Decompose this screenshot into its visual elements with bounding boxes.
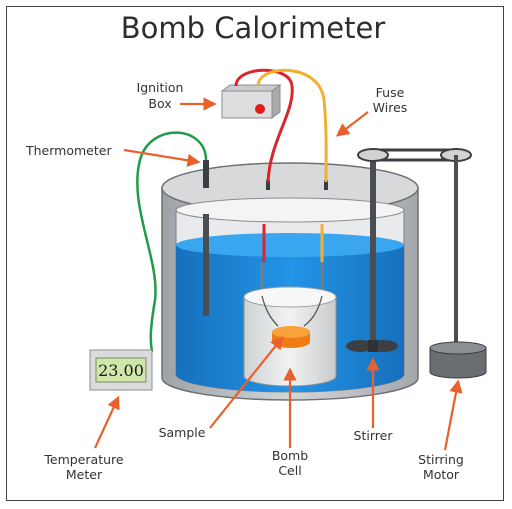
thermometer-label: Thermometer — [25, 143, 112, 158]
temperature-meter-label-line2: Meter — [66, 467, 103, 482]
inner-fuse-wires — [260, 224, 324, 290]
yellow-terminal — [324, 180, 328, 190]
stirrer-label: Stirrer — [354, 428, 394, 443]
label-arrows — [94, 97, 463, 451]
temperature-meter: 23.00 — [89, 349, 153, 391]
stirring-motor-arrow — [443, 379, 463, 451]
diagram-frame — [6, 6, 504, 501]
stirring-motor-label-line2: Motor — [423, 467, 460, 482]
thermometer-arrow — [123, 148, 201, 167]
ignition-box-label-line1: Ignition — [137, 80, 184, 95]
fuse-wires-arrow — [335, 111, 369, 137]
pulley-belt — [357, 148, 472, 345]
red-wire — [234, 68, 294, 183]
red-terminal — [266, 180, 270, 190]
sample-arrow — [209, 335, 284, 429]
thermometer-wire — [136, 131, 208, 353]
thermometer-top — [203, 160, 209, 188]
fuse-wires-label-line2: Wires — [373, 100, 408, 115]
bomb-cell-label-line2: Cell — [278, 463, 301, 478]
stirring-motor-label-line1: Stirring — [418, 452, 464, 467]
stirring-motor — [429, 341, 487, 379]
temperature-meter-arrow — [94, 395, 120, 449]
diagram-title: Bomb Calorimeter — [121, 11, 386, 45]
ignition-button-icon — [255, 104, 265, 114]
fuse-wires-label-line1: Fuse — [376, 85, 405, 100]
stirrer — [346, 154, 398, 352]
ignition-box — [220, 84, 282, 119]
sample-label: Sample — [159, 425, 206, 440]
ignition-box-label-line2: Box — [148, 96, 171, 111]
meter-reading: 23.00 — [98, 361, 144, 380]
temperature-meter-label-line1: Temperature — [43, 452, 123, 467]
thermometer-rod — [203, 214, 209, 316]
yellow-wire — [256, 68, 328, 183]
bomb-cell-label-line1: Bomb — [272, 448, 308, 463]
